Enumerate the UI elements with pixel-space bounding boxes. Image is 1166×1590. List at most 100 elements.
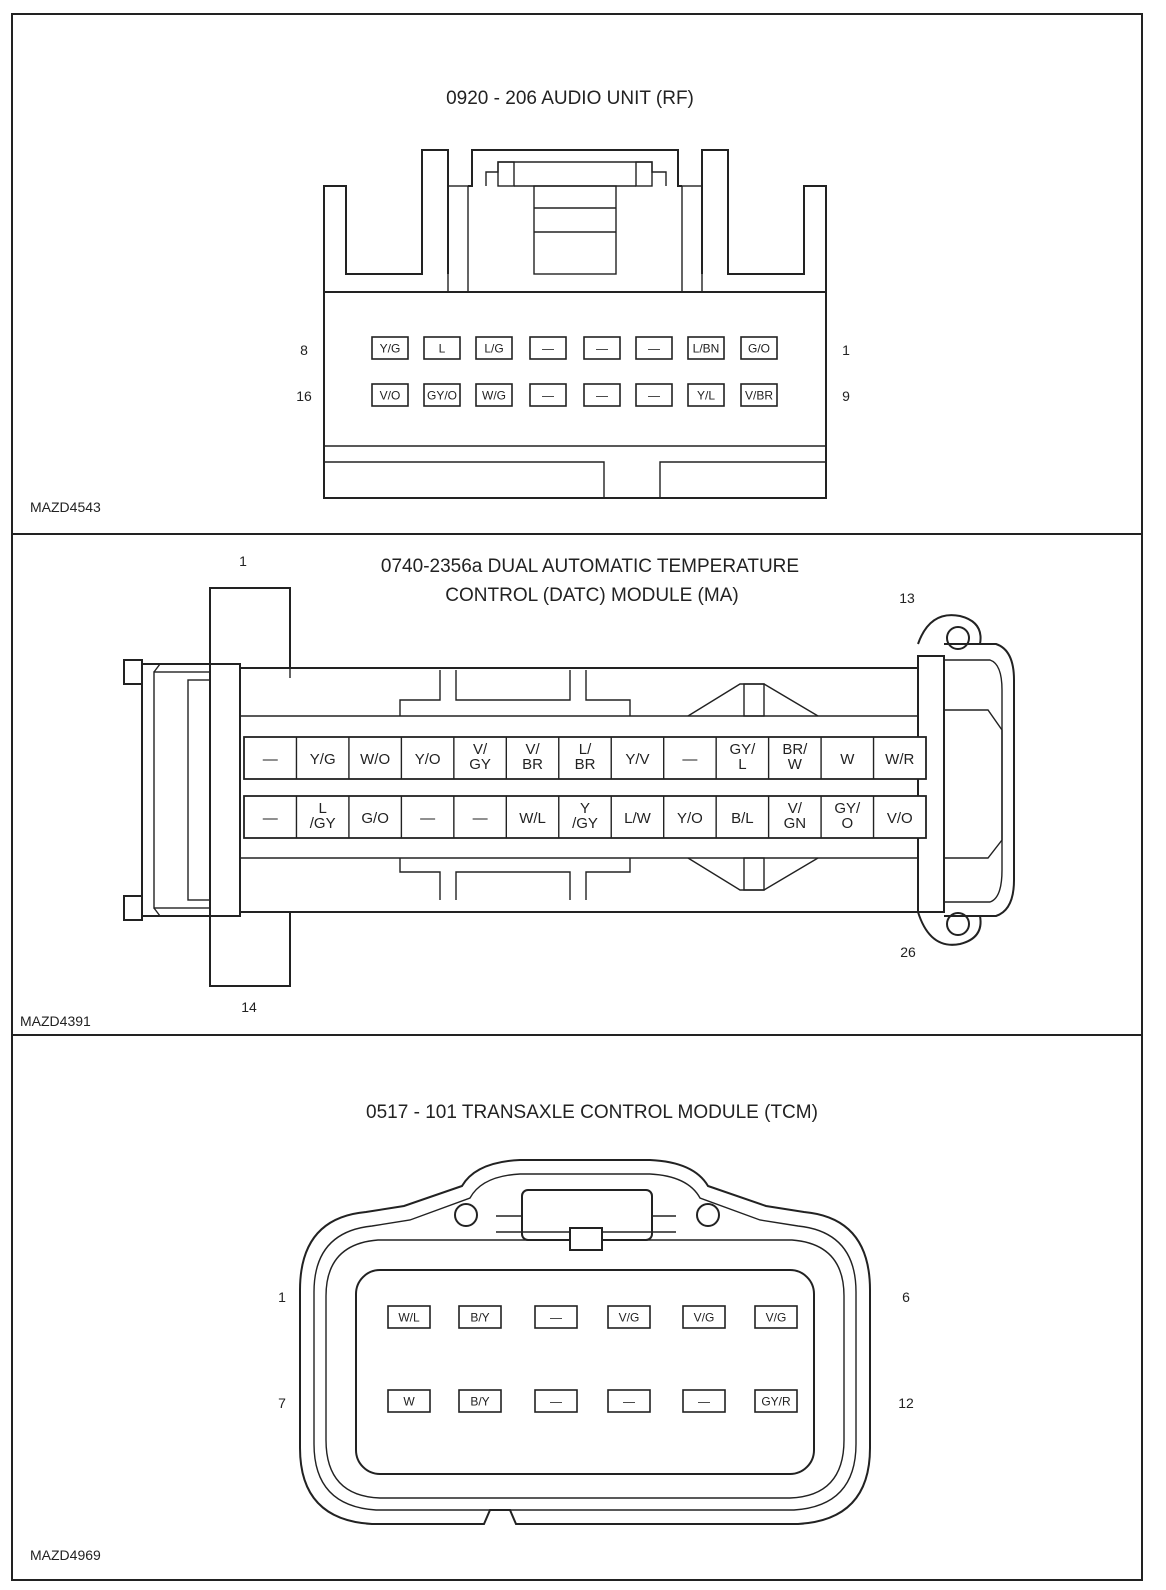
- pin-cell: V/O: [371, 383, 409, 407]
- pin-number-label: 16: [296, 388, 312, 404]
- pin-box: [583, 383, 621, 407]
- pin-number-label: 7: [278, 1395, 286, 1411]
- pin-wire-color: GY/R: [761, 1394, 791, 1408]
- pin-cell: Y/O: [400, 737, 441, 779]
- pin-box: [754, 1389, 798, 1413]
- pin-box: [682, 1389, 726, 1413]
- pin-box: [754, 1305, 798, 1329]
- pin-wire-color: W/G: [482, 388, 506, 402]
- pin-number-label: 26: [900, 944, 916, 960]
- pin-cell: —: [453, 796, 488, 838]
- pin-cell: BR/W: [767, 737, 808, 779]
- pin-wire-color: —: [550, 1394, 562, 1408]
- pin-cell: V/G: [607, 1305, 651, 1329]
- pin-cell: —: [534, 1389, 578, 1413]
- pin-cell: —: [534, 1305, 578, 1329]
- pin-cell: L/BN: [687, 336, 725, 360]
- pin-wire-color: —: [263, 751, 278, 768]
- pin-wire-color: Y/L: [697, 388, 715, 402]
- pin-cell: Y/O: [662, 796, 703, 838]
- pin-wire-color: V/O: [380, 388, 401, 402]
- pin-wire-color: G/O: [361, 810, 389, 827]
- pin-box: [740, 336, 778, 360]
- pin-cell: Y/GY: [558, 796, 598, 838]
- pin-cell: W: [820, 737, 855, 779]
- pin-cell: —: [263, 751, 278, 768]
- pin-number-label: 1: [278, 1289, 286, 1305]
- pin-box: [371, 336, 409, 360]
- pin-wire-color: W/R: [885, 751, 914, 768]
- pin-cell: Y/G: [295, 737, 336, 779]
- pin-wire-color: L/GY: [310, 800, 336, 832]
- figure-code: MAZD4391: [20, 1013, 91, 1029]
- pin-wire-color: V/BR: [745, 388, 773, 402]
- pin-cell: GY/R: [754, 1389, 798, 1413]
- pin-wire-color: L/W: [624, 810, 652, 827]
- pin-cell: W: [387, 1389, 431, 1413]
- pin-cell: W/L: [387, 1305, 431, 1329]
- pin-wire-color: —: [698, 1394, 710, 1408]
- tcm-panel: 0517 - 101 TRANSAXLE CONTROL MODULE (TCM…: [30, 1102, 914, 1563]
- pin-box: [529, 336, 567, 360]
- pin-cell: V/G: [754, 1305, 798, 1329]
- pin-cell: G/O: [348, 796, 389, 838]
- pin-wire-color: V/O: [887, 810, 913, 827]
- pin-cell: V/BR: [505, 737, 543, 779]
- pin-cell: Y/V: [610, 737, 650, 779]
- pin-wire-color: V/BR: [522, 741, 543, 773]
- pin-wire-color: —: [473, 810, 488, 827]
- pin-cell: V/G: [682, 1305, 726, 1329]
- pin-box: [534, 1389, 578, 1413]
- pin-cell: —: [583, 383, 621, 407]
- pin-box: [475, 383, 513, 407]
- pin-box: [387, 1305, 431, 1329]
- pin-cell: V/GY: [453, 737, 491, 779]
- pin-wire-color: V/GN: [784, 800, 807, 832]
- pin-wire-color: BR/W: [782, 741, 808, 773]
- pin-wire-color: —: [648, 341, 660, 355]
- pin-wire-color: V/G: [619, 1310, 640, 1324]
- pin-wire-color: GY/O: [834, 800, 861, 832]
- pin-box: [475, 336, 513, 360]
- pin-wire-color: V/GY: [469, 741, 491, 773]
- pin-cell: B/Y: [458, 1305, 502, 1329]
- pin-number-label: 12: [898, 1395, 914, 1411]
- pin-wire-color: —: [623, 1394, 635, 1408]
- pin-wire-color: —: [596, 341, 608, 355]
- pin-box: [635, 383, 673, 407]
- pin-wire-color: —: [682, 751, 697, 768]
- pin-cell: L/W: [610, 796, 652, 838]
- pin-wire-color: —: [596, 388, 608, 402]
- pin-box: [387, 1389, 431, 1413]
- pin-cell: —: [583, 336, 621, 360]
- datc-module-title-line1: 0740-2356a DUAL AUTOMATIC TEMPERATURE: [381, 556, 799, 577]
- pin-wire-color: GY/L: [729, 741, 756, 773]
- pin-wire-color: W/O: [360, 751, 390, 768]
- pin-wire-color: W/L: [398, 1310, 420, 1324]
- pin-cell: W/L: [505, 796, 546, 838]
- pin-cell: —: [607, 1389, 651, 1413]
- pin-number-label: 6: [902, 1289, 910, 1305]
- pin-box: [687, 336, 725, 360]
- pin-cell: —: [400, 796, 435, 838]
- pin-number-label: 13: [899, 590, 915, 606]
- pin-number-label: 9: [842, 388, 850, 404]
- pin-cell: W/R: [872, 737, 915, 779]
- pin-cell: W/O: [348, 737, 390, 779]
- figure-code: MAZD4543: [30, 499, 101, 515]
- pin-cell: V/BR: [740, 383, 778, 407]
- pin-cell: B/L: [715, 796, 754, 838]
- datc-connector-body: [123, 587, 1015, 987]
- audio-unit-connector-body: [323, 149, 827, 499]
- pin-cell: GY/O: [820, 796, 861, 838]
- datc-module-panel: 0740-2356a DUAL AUTOMATIC TEMPERATURE CO…: [20, 553, 1015, 1029]
- tcm-title: 0517 - 101 TRANSAXLE CONTROL MODULE (TCM…: [366, 1102, 818, 1123]
- pin-wire-color: Y/O: [415, 751, 441, 768]
- pin-cell: Y/L: [687, 383, 725, 407]
- pin-wire-color: L/BN: [693, 341, 720, 355]
- pin-wire-color: B/L: [731, 810, 754, 827]
